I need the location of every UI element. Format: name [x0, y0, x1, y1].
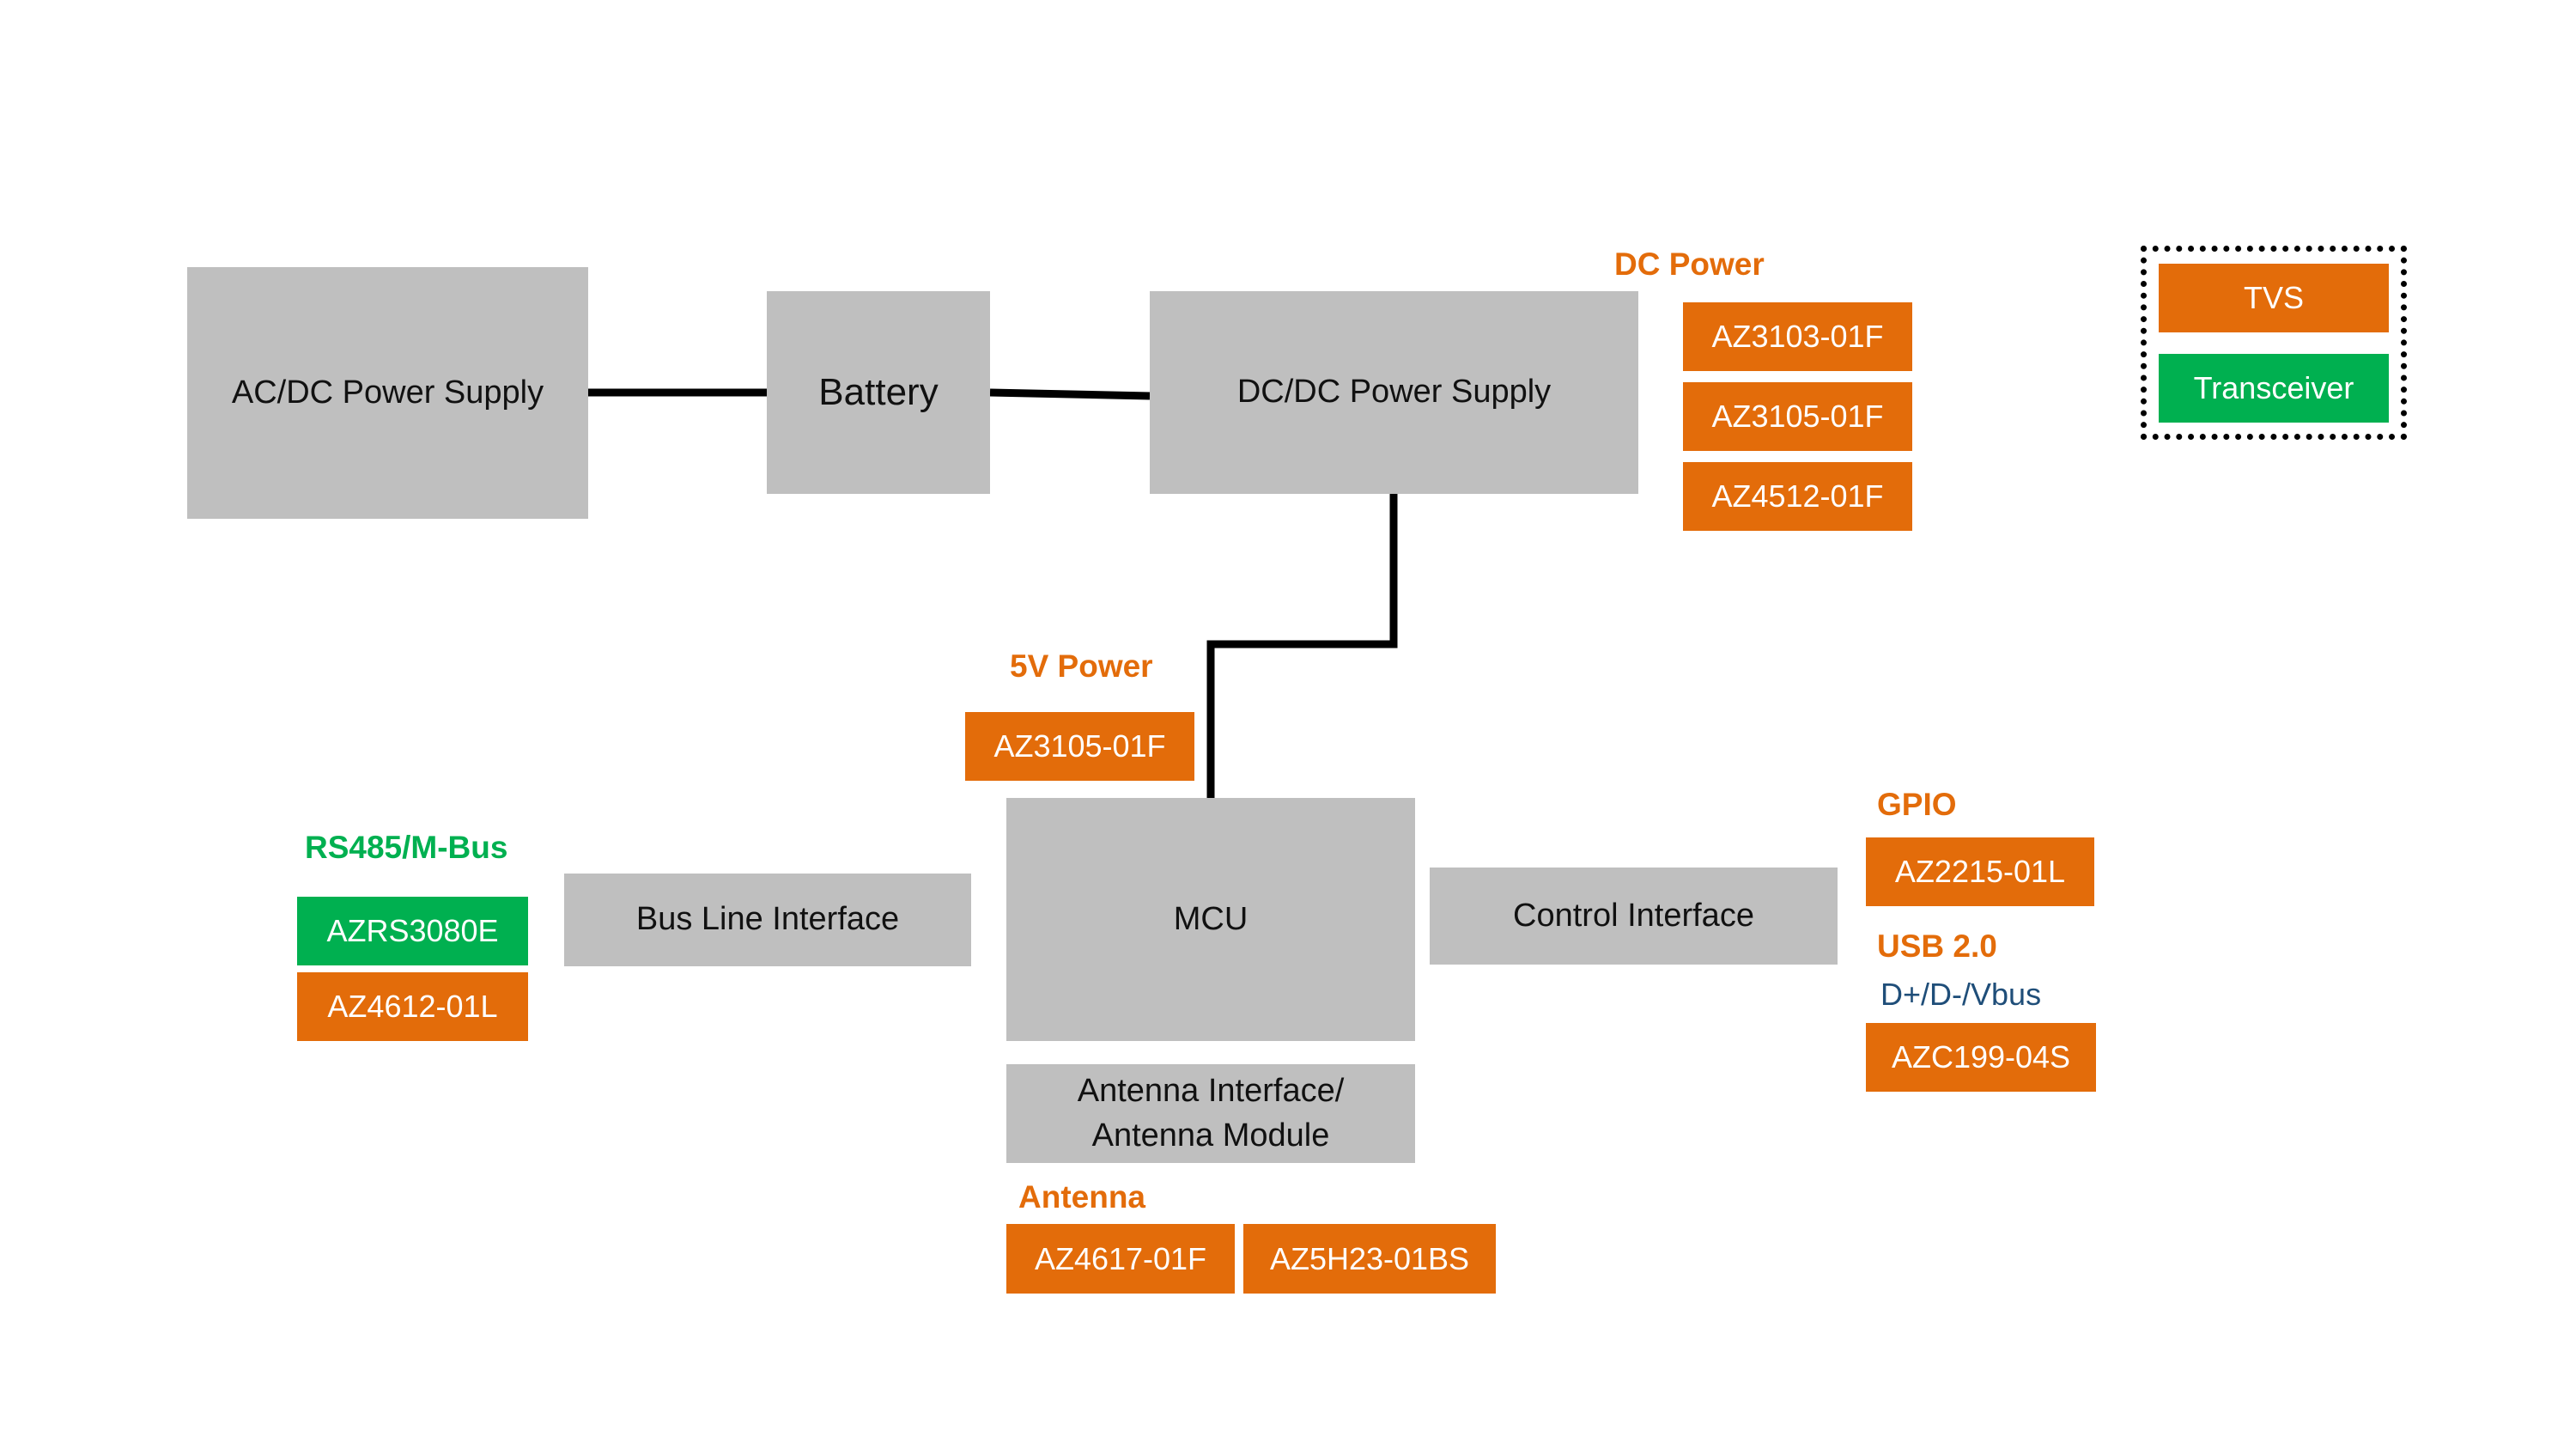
- mcu-block: MCU: [1006, 798, 1415, 1041]
- rs485-part-transceiver: AZRS3080E: [297, 897, 528, 965]
- rs485-part-tvs: AZ4612-01L: [297, 972, 528, 1041]
- antenna-interface-block: Antenna Interface/ Antenna Module: [1006, 1064, 1415, 1163]
- dc-power-part-3: AZ4512-01F: [1683, 462, 1912, 531]
- gpio-part-1: AZ2215-01L: [1866, 837, 2094, 906]
- antenna-part-1: AZ4617-01F: [1006, 1224, 1235, 1294]
- five-v-power-label: 5V Power: [1010, 648, 1153, 684]
- five-v-power-part-1: AZ3105-01F: [965, 712, 1194, 781]
- usb-part-1: AZC199-04S: [1866, 1023, 2096, 1092]
- antenna-label: Antenna: [1018, 1179, 1145, 1215]
- line-battery-dcdc: [989, 388, 1151, 400]
- antenna-part-2: AZ5H23-01BS: [1243, 1224, 1496, 1294]
- usb-label: USB 2.0: [1877, 928, 1997, 964]
- dc-power-part-2: AZ3105-01F: [1683, 382, 1912, 451]
- antenna-interface-line2: Antenna Module: [1091, 1117, 1330, 1154]
- dcdc-power-supply-block: DC/DC Power Supply: [1150, 291, 1638, 494]
- legend-tvs-swatch: TVS: [2159, 264, 2389, 332]
- legend-transceiver-swatch: Transceiver: [2159, 354, 2389, 423]
- rs485-mbus-label: RS485/M-Bus: [305, 830, 508, 865]
- battery-block: Battery: [767, 291, 990, 494]
- acdc-power-supply-block: AC/DC Power Supply: [187, 267, 588, 519]
- usb-signals-label: D+/D-/Vbus: [1880, 977, 2042, 1012]
- legend: TVS Transceiver: [2141, 246, 2407, 440]
- gpio-label: GPIO: [1877, 787, 1957, 822]
- dc-power-label: DC Power: [1614, 247, 1765, 282]
- control-interface-block: Control Interface: [1430, 868, 1838, 965]
- bus-line-interface-block: Bus Line Interface: [564, 874, 971, 966]
- dc-power-part-1: AZ3103-01F: [1683, 302, 1912, 371]
- line-dcdc-mcu: [1206, 494, 1398, 798]
- antenna-interface-line1: Antenna Interface/: [1077, 1073, 1345, 1110]
